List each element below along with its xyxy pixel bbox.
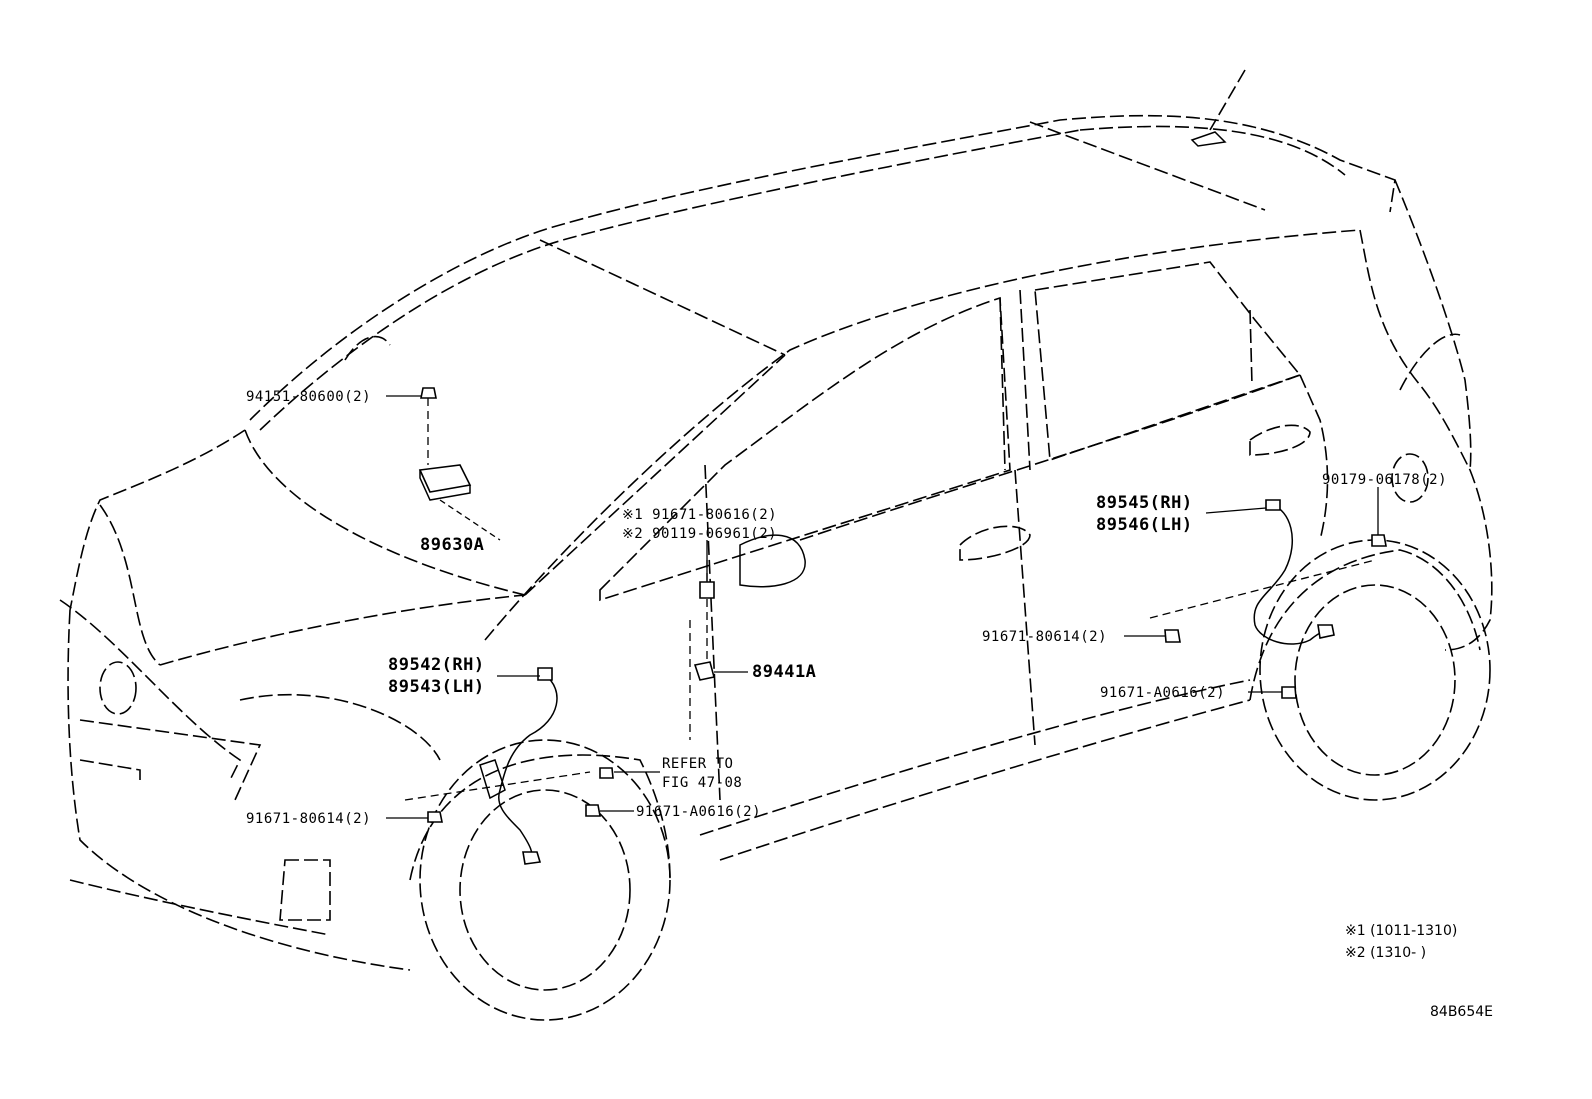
mirror-sensor-89441a	[689, 560, 715, 740]
rear-wheel	[1249, 539, 1491, 801]
sensor-89630a-module	[418, 387, 472, 501]
callout-89545-rh: 89545(RH)	[1096, 493, 1193, 513]
footnote-2: ※2 (1310- )	[1345, 945, 1426, 961]
callout-89543-lh: 89543(LH)	[388, 677, 485, 697]
callout-89542-rh: 89542(RH)	[388, 655, 485, 675]
front-speed-sensor-harness	[404, 667, 591, 865]
callout-94151-80600: 94151-80600(2)	[246, 389, 371, 405]
callout-89441a: 89441A	[752, 662, 816, 682]
bolt-icon-rear-a0616	[1281, 686, 1297, 699]
callout-91671-80614-front: 91671-80614(2)	[246, 811, 371, 827]
bolt-icon-front-a0616	[585, 804, 601, 817]
callout-91671-80614-rear: 91671-80614(2)	[982, 629, 1107, 645]
callout-note2-90119-06961: ※2 90119-06961(2)	[622, 526, 777, 542]
callout-89546-lh: 89546(LH)	[1096, 515, 1193, 535]
rear-speed-sensor-harness	[1149, 499, 1376, 645]
callout-note1-91671-80616: ※1 91671-80616(2)	[622, 507, 777, 523]
callout-refer-fig: FIG 47-08	[662, 775, 742, 791]
vehicle-outline	[59, 69, 1493, 971]
callout-91671-a0616-rear: 91671-A0616(2)	[1100, 685, 1225, 701]
clip-icon-rear-90179	[1371, 534, 1387, 547]
bolt-icon-rear-80614	[1164, 629, 1181, 643]
front-wheel	[409, 739, 671, 1021]
callout-89630a: 89630A	[420, 535, 484, 555]
diagram-code: 84B654E	[1430, 1004, 1493, 1020]
footnote-1: ※1 (1011-1310)	[1345, 923, 1457, 939]
callout-91671-a0616-front: 91671-A0616(2)	[636, 804, 761, 820]
callout-leaders	[386, 395, 1379, 819]
bolt-icon-front-refer	[599, 767, 614, 779]
callout-90179-06178: 90179-06178(2)	[1322, 472, 1447, 488]
callout-refer-to: REFER TO	[662, 756, 733, 772]
bolt-icon-front-left	[427, 811, 443, 823]
